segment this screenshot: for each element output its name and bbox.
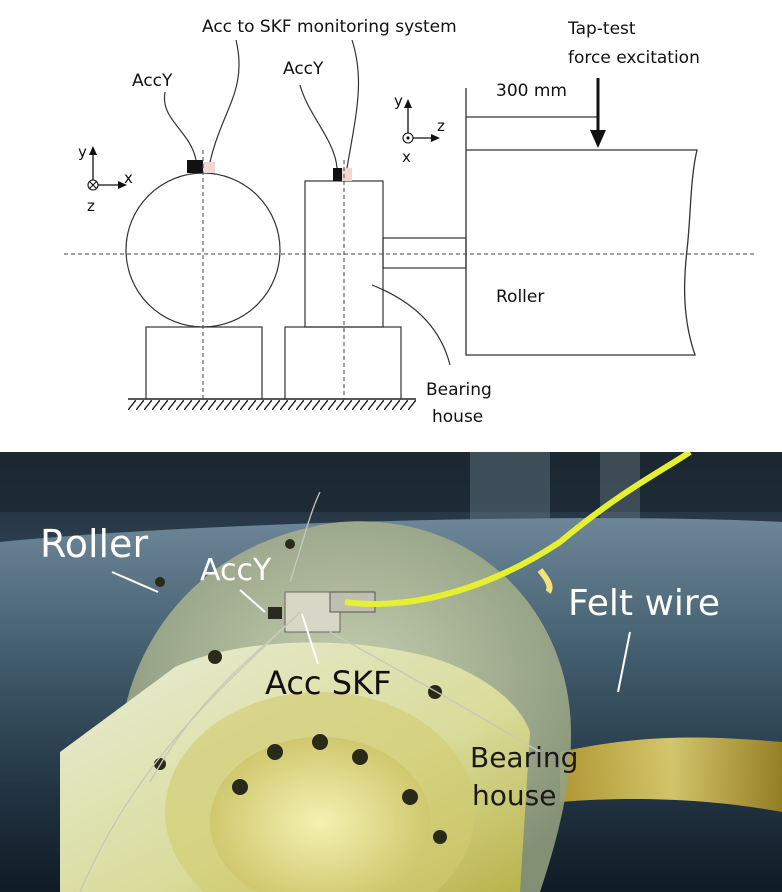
label-bearing-1: Bearing (426, 380, 492, 400)
middle-skf-sensor (342, 168, 352, 181)
schematic-diagram: y x z y z x Acc to SKF monitoring system… (64, 17, 756, 427)
left-axis-y: y (78, 143, 87, 161)
left-coordinate-system: y x z (78, 143, 133, 215)
left-accelerometer (187, 160, 203, 173)
right-coordinate-system: y z x (394, 92, 445, 166)
left-axis-z: z (87, 197, 95, 215)
label-bearing-2: house (432, 407, 483, 427)
left-skf-sensor (203, 162, 215, 173)
bearing-leader-line (371, 284, 451, 366)
right-axis-y: y (394, 92, 403, 110)
right-support-block (284, 326, 402, 400)
label-tap-test-1: Tap-test (567, 19, 636, 39)
force-arrow (590, 78, 606, 148)
shaft (382, 237, 467, 269)
label-accy-left: AccY (132, 71, 173, 91)
label-accy-middle: AccY (283, 59, 324, 79)
left-support-block (145, 326, 263, 400)
middle-accelerometer (333, 168, 342, 181)
photo-label-accy: AccY (200, 553, 272, 588)
photo-illustration (0, 452, 782, 892)
label-roller: Roller (496, 287, 544, 307)
right-axis-z: z (437, 117, 445, 135)
photo-label-acc-skf: Acc SKF (265, 664, 392, 702)
label-acc-to-skf: Acc to SKF monitoring system (202, 17, 457, 37)
setup-photo: Roller AccY Acc SKF Felt wire Bearing ho… (0, 452, 782, 892)
right-axis-x: x (402, 148, 411, 166)
roller-body (465, 88, 698, 356)
ground-hatching (128, 398, 416, 410)
cable-middle-accy (299, 84, 338, 169)
cable-left-accy (163, 91, 197, 161)
label-tap-test-2: force excitation (568, 48, 700, 68)
photo-label-felt-wire: Felt wire (568, 583, 721, 624)
cable-middle-skf (346, 39, 360, 169)
photo-label-roller: Roller (40, 522, 149, 566)
photo-label-bearing-1: Bearing (470, 741, 579, 774)
cable-left-skf (209, 39, 240, 163)
photo-label-bearing-2: house (472, 779, 557, 812)
left-axis-x: x (124, 169, 133, 187)
label-distance: 300 mm (496, 81, 567, 101)
